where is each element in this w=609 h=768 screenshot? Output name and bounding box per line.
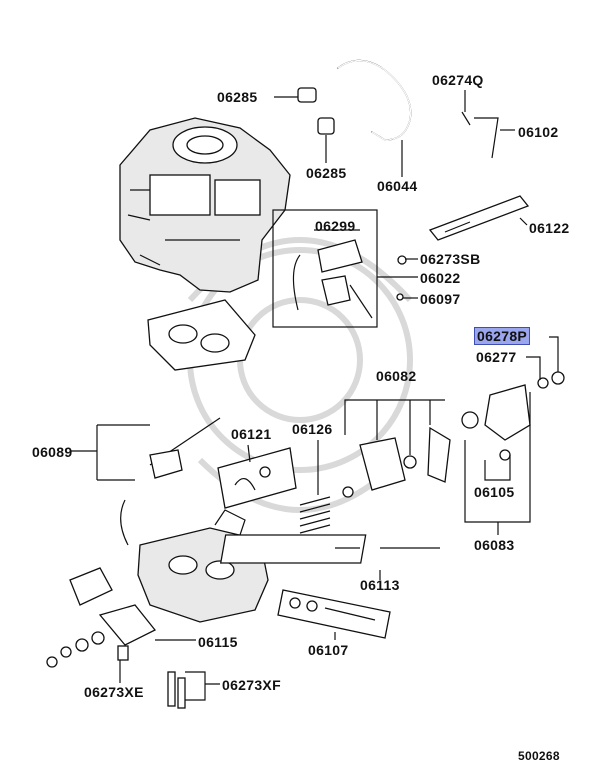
hose-06089-drawing (120, 417, 221, 546)
label-06115: 06115 (198, 634, 238, 650)
label-06102: 06102 (518, 124, 559, 140)
label-06083: 06083 (474, 537, 515, 553)
label-06121: 06121 (231, 426, 272, 442)
label-06089: 06089 (32, 444, 73, 460)
screw-set-06107-drawing (277, 589, 391, 639)
throttle-body-drawing (137, 509, 269, 623)
label-06044: 06044 (377, 178, 418, 194)
label-06278p-highlighted[interactable]: 06278P (474, 327, 531, 345)
diaphragm-group-box (272, 209, 378, 328)
label-06285-top: 06285 (217, 89, 258, 105)
clip-drawings (297, 87, 335, 135)
label-06126: 06126 (292, 421, 333, 437)
screw-set-06113-drawing (219, 534, 440, 564)
label-06277: 06277 (476, 349, 517, 365)
gasket-drawing (147, 299, 256, 371)
label-06107: 06107 (308, 642, 349, 658)
lever-06082-drawings (342, 426, 451, 498)
carburetor-assembly-drawing (119, 117, 291, 293)
label-06273xe: 06273XE (84, 684, 144, 700)
rod-drawings (461, 111, 499, 159)
label-06097: 06097 (420, 291, 461, 307)
label-06274q: 06274Q (432, 72, 484, 88)
bracket-06105 (484, 455, 511, 481)
hose-06044-drawing (337, 59, 412, 141)
label-06299: 06299 (315, 218, 356, 234)
label-06105: 06105 (474, 484, 515, 500)
diaphragm-06022-drawing (292, 239, 373, 319)
plate-06122-drawing (428, 195, 530, 241)
label-06022: 06022 (420, 270, 461, 286)
group-06121-box (217, 447, 297, 509)
label-06082: 06082 (376, 368, 417, 384)
label-06113: 06113 (360, 577, 400, 593)
spring-06126-drawing (299, 440, 331, 534)
bracket-06082 (344, 399, 445, 435)
diagram-code: 500268 (518, 749, 560, 763)
linkage-assembly-drawing (461, 371, 565, 461)
label-06273xf: 06273XF (222, 677, 281, 693)
label-06122: 06122 (529, 220, 570, 236)
label-06285-bottom: 06285 (306, 165, 347, 181)
lower-left-parts-drawing (46, 567, 186, 709)
label-06273sb: 06273SB (420, 251, 481, 267)
